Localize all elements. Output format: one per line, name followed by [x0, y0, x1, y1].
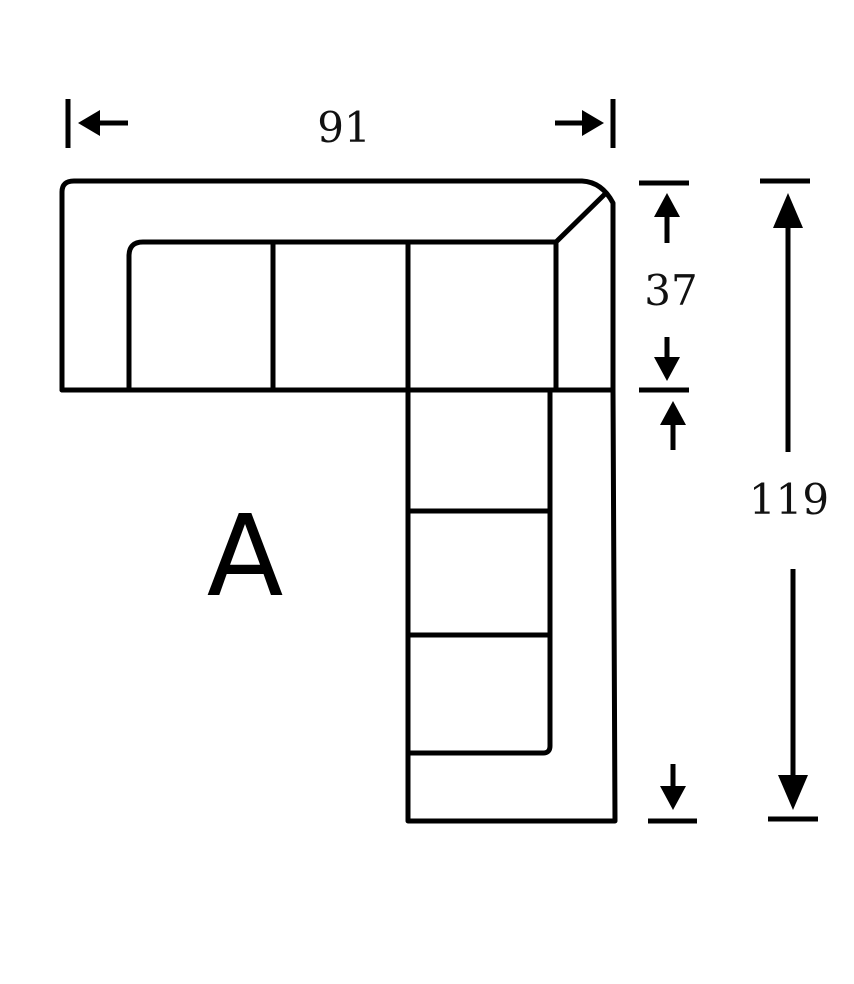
corner-bevel-line: [553, 190, 609, 245]
total-length-top-arrowhead: [773, 193, 803, 228]
chaise-top-arrowhead: [660, 401, 686, 425]
section-label: A: [207, 492, 284, 622]
width-dimension-left-arrowhead: [78, 110, 100, 136]
total-length-label: 119: [749, 475, 829, 524]
width-dimension-label: 91: [317, 103, 370, 152]
seat-depth-dimension: 37: [639, 180, 698, 393]
sofa-outline: [59, 178, 618, 824]
seat-depth-bottom-arrowhead: [654, 357, 680, 381]
width-dimension: 91: [65, 99, 616, 152]
seat-depth-label: 37: [644, 266, 697, 315]
chaise-dimension-arrows: [648, 401, 697, 824]
horizontal-seat-outline: [126, 239, 559, 393]
width-dimension-right-arrowhead: [582, 110, 604, 136]
vertical-section-outer-outline: [405, 387, 618, 824]
vertical-seat-outline: [405, 387, 553, 756]
total-length-bottom-arrowhead: [778, 775, 808, 810]
seat-depth-top-arrowhead: [654, 193, 680, 217]
chaise-bottom-arrowhead: [660, 786, 686, 810]
total-length-dimension: 119: [749, 178, 829, 822]
horizontal-section-outer-outline: [59, 178, 616, 393]
